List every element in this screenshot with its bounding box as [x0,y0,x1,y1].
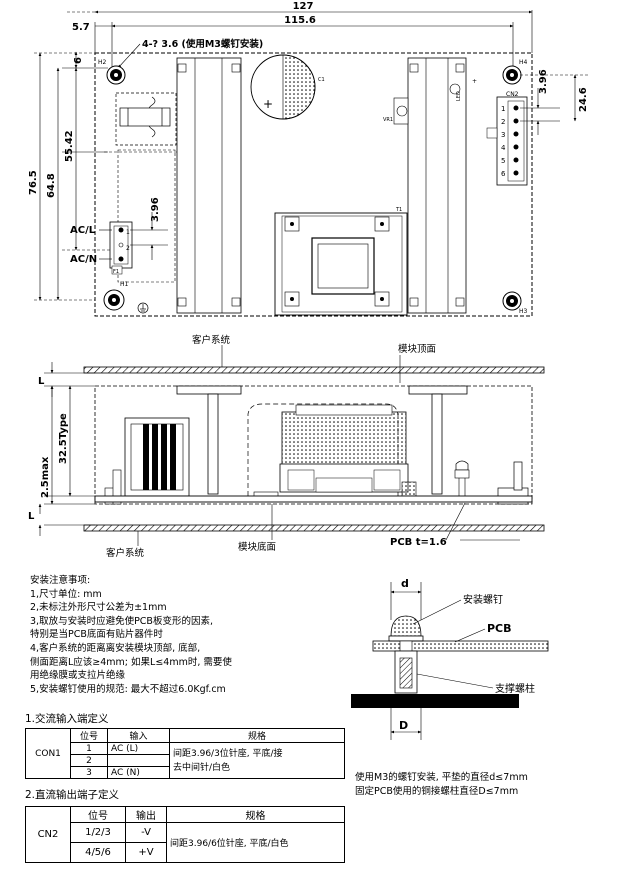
label-module-top: 模块顶面 [398,343,436,355]
svg-text:T1: T1 [395,207,402,213]
transformer-t1: T1 [274,207,408,316]
mechanical-drawing: 127 5.7 115.6 4-? 3.6 (使用M3螺钉安装) 6 76.5 … [28,1,590,559]
dim-hole-spacing: 115.6 [284,15,316,26]
label-pcb-thickness: PCB t=1.6 [390,537,447,548]
svg-text:C1: C1 [318,77,325,83]
svg-text:1: 1 [126,229,130,236]
dim-3-96-left: 3.96 [150,197,161,222]
svg-text:LED: LED [456,91,462,101]
dim-55-42: 55.42 [64,130,75,162]
note-line: 4,客户系统的距离离安装模块顶部, 底部, [30,642,201,654]
dim-max: 2.5max [40,456,51,498]
side-transformer [279,404,409,493]
ac-input-table: CON1 位号 输入 规格 1 AC (L) 间距3.96/3位针座, 平底/接… [25,728,345,779]
label-customer-system-bottom: 客户系统 [106,547,145,559]
svg-text:H1: H1 [120,281,129,288]
led: LED + [449,78,477,101]
label-ac-l: AC/L [70,225,96,236]
svg-text:VR1: VR1 [383,117,393,123]
side-heatsinks [176,385,468,495]
notes-title: 安装注意事项: [30,575,91,586]
top-view: 127 5.7 115.6 4-? 3.6 (使用M3螺钉安装) 6 76.5 … [28,1,590,317]
ac-input-heading: 1.交流输入端定义 [25,713,109,725]
ac-input-connector: 1 2 [109,221,133,275]
dim-overall-width: 127 [293,1,314,12]
label-screw: 安装螺钉 [463,593,503,606]
dim-64-8: 64.8 [46,173,57,198]
mount-hole-h1: H1 [103,281,129,311]
dim-3-96-right: 3.96 [538,69,549,94]
svg-text:F1: F1 [113,269,119,275]
capacitor-c1: + C1 [250,54,325,120]
note-line: 侧面距离L应该≥4mm; 如果L≤4mm时, 需要使 [30,656,232,668]
label-module-bottom: 模块底面 [238,541,276,553]
label-pcb: PCB [487,622,512,635]
heatsink-left [176,57,242,314]
svg-text:CN2: CN2 [506,91,519,98]
input-inductor [115,92,177,146]
customer-system-bottom-plate [83,524,545,532]
label-customer-system-top: 客户系统 [192,334,231,346]
mount-hole-h2: H2 [98,59,126,85]
dim-left-offset: 5.7 [72,22,90,33]
dc-output-table: CN2 位号 输出 规格 1/2/3 -V 间距3.96/6位针座, 平底/白色… [25,806,345,863]
svg-text:+: + [472,78,477,85]
note-line: 用绝缘膜或支拉片绝缘 [30,670,126,682]
mount-hole-h4: H4 [502,59,528,85]
svg-text:5: 5 [501,157,505,165]
side-view: 客户系统 模块顶面 [28,334,545,559]
svg-text:2: 2 [126,245,130,252]
pcb-outline [94,52,533,317]
side-led [454,460,470,500]
svg-text:3: 3 [501,131,505,139]
svg-text:H2: H2 [98,59,107,66]
ground-icon [137,302,149,314]
side-pcb [94,495,533,503]
label-standoff: 支撑螺柱 [495,682,535,695]
svg-text:2: 2 [501,118,505,126]
dim-76-5: 76.5 [28,170,39,195]
mount-hole-h3: H3 [502,291,528,315]
mount-detail-drawing: d 安装螺钉 PCB 支撑螺柱 D [351,577,549,740]
trimmer-vr1: VR1 [383,97,409,125]
dim-l-bottom: L [28,511,35,522]
table-ref: CN2 [25,806,71,863]
label-d-bottom: D [399,719,408,732]
note-line: 5,安装螺钉使用的规范: 最大不超过6.0Kgf.cm [30,683,226,695]
mount-hole-note: 4-? 3.6 (使用M3螺钉安装) [142,38,263,50]
note-line: 2,未标注外形尺寸公差为±1mm [30,602,167,614]
dim-l-top: L [38,376,45,387]
note-line: 特别是当PCB底面有贴片器件时 [30,629,163,641]
installation-notes: 安装注意事项: 1,尺寸单位: mm 2,未标注外形尺寸公差为±1mm 3,取放… [30,574,340,696]
table-ref: CON1 [25,728,71,779]
svg-text:H3: H3 [519,308,528,315]
svg-text:+: + [263,97,273,111]
side-inductor [124,417,190,497]
svg-text:6: 6 [501,170,506,178]
dc-output-heading: 2.直流输出端子定义 [25,789,120,801]
dim-24-6: 24.6 [578,87,589,112]
dim-height: 32.5Type [58,413,69,464]
svg-text:H4: H4 [519,59,528,66]
cn2-pins: 1 2 3 4 5 6 [501,105,519,178]
svg-text:4: 4 [501,144,506,152]
heatsink-right [407,57,467,314]
label-ac-n: AC/N [70,254,97,265]
note-line: 1,尺寸单位: mm [30,588,102,600]
note-line: 3,取放与安装时应避免使PCB板变形的因素, [30,615,213,627]
label-d-top: d [401,577,409,590]
customer-system-top-plate [83,366,545,374]
dim-6: 6 [73,57,84,64]
svg-text:1: 1 [501,105,505,113]
dc-output-connector: CN2 [496,91,528,186]
mount-detail-caption: 使用M3的螺钉安装, 平垫的直径d≤7mm 固定PCB使用的铜接螺柱直径D≤7m… [355,772,528,797]
